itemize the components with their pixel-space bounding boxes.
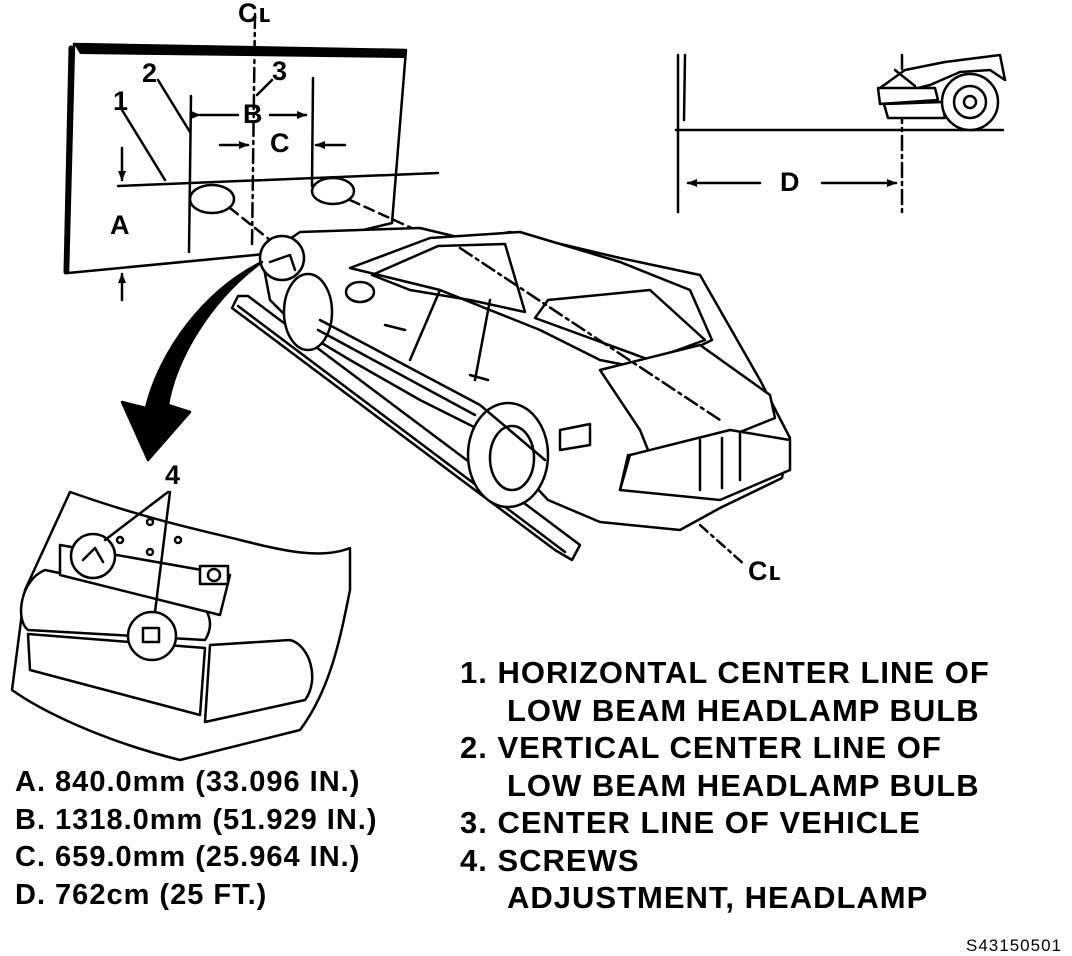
callout-3: 3 — [272, 56, 289, 86]
dimension-c: C. 659.0mm (25.964 IN.) — [15, 841, 361, 873]
legend-item-4: 4. SCREWS — [460, 842, 640, 878]
dimension-label-c: C — [270, 128, 291, 158]
centerline-symbol-bottom: Cʟ — [748, 556, 782, 586]
legend: 1. HORIZONTAL CENTER LINE OF LOW BEAM HE… — [460, 654, 990, 917]
legend-item-4-cont: ADJUSTMENT, HEADLAMP — [507, 880, 929, 915]
callout-4: 4 — [165, 460, 182, 490]
aiming-screen — [63, 12, 462, 302]
dimension-label-b: B — [243, 99, 264, 129]
dimension-d: D. 762cm (25 FT.) — [15, 878, 268, 911]
dimension-a: A. 840.0mm (33.096 IN.) — [15, 766, 361, 798]
callout-2: 2 — [142, 58, 159, 88]
dimension-label-a: A — [110, 210, 131, 240]
legend-item-2-cont: LOW BEAM HEADLAMP BULB — [507, 767, 980, 803]
side-view-distance — [674, 53, 1007, 214]
headlamp-detail-view — [10, 490, 352, 762]
figure-code: S43150501 — [966, 936, 1062, 955]
callout-1: 1 — [113, 86, 130, 116]
legend-item-2: 2. VERTICAL CENTER LINE OF — [460, 730, 942, 765]
dimension-b: B. 1318.0mm (51.929 IN.) — [15, 803, 378, 836]
vehicle-perspective — [230, 226, 792, 567]
dimension-label-d: D — [780, 167, 801, 197]
centerline-symbol-top: Cʟ — [238, 0, 272, 28]
legend-item-3: 3. CENTER LINE OF VEHICLE — [460, 805, 921, 840]
detail-arrow — [120, 260, 264, 462]
legend-item-1-cont: LOW BEAM HEADLAMP BULB — [507, 692, 980, 728]
dimension-list: A. 840.0mm (33.096 IN.) B. 1318.0mm (51.… — [15, 764, 378, 914]
legend-item-1: 1. HORIZONTAL CENTER LINE OF — [460, 655, 990, 690]
